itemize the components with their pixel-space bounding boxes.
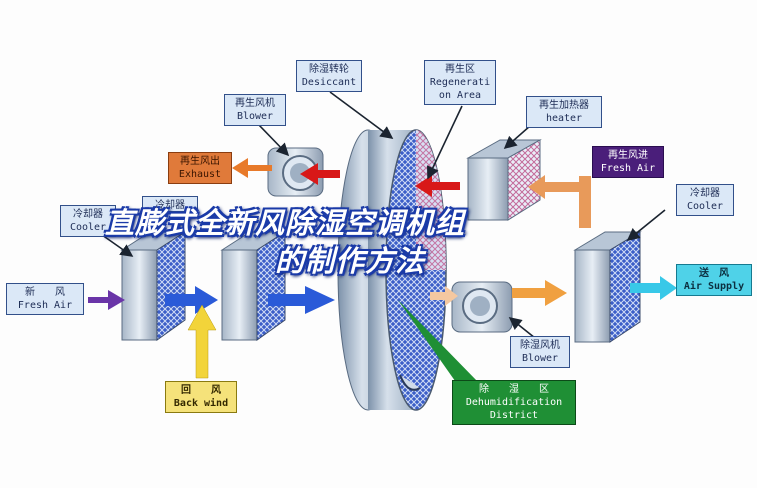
airflow-arrows [88,158,677,379]
label-cooler-right-en: Cooler [686,201,724,212]
label-cooler-left-en: Cooler [69,222,107,233]
overlay-title-line1: 直膨式全新风除湿空调机组 [105,206,466,240]
label-cooler-left-zh: 冷却器 [73,209,103,220]
label-dehum-district-en1: Dehumidification [465,397,563,408]
label-regen-area-en1: Regenerati [429,77,491,88]
label-dehumidification-district: 除 湿 区 Dehumidification District [452,380,576,425]
label-regeneration-area: 再生区 Regenerati on Area [424,60,496,105]
label-regen-area-en2: on Area [438,90,482,101]
label-air-supply-zh: 送 风 [699,268,729,279]
leader-lines [94,91,666,339]
label-dehum-district-zh: 除 湿 区 [479,384,549,395]
label-regeneration-blower: 再生风机 Blower [224,94,286,126]
label-desiccant-zh: 除湿转轮 [309,64,349,75]
label-dehum-district-en2: District [489,410,539,421]
desiccant-wheel [337,129,447,411]
label-regen-heater-en: heater [545,113,583,124]
label-fresh-air-en: Fresh Air [17,300,73,311]
dehumidification-blower-graphic [451,281,513,333]
label-exhaust-zh: 再生风出 [180,156,220,167]
label-desiccant-en: Desiccant [301,77,357,88]
label-back-wind-zh: 回 风 [181,385,221,396]
label-regen-heater-zh: 再生加热器 [539,100,589,111]
label-dehum-blower-zh: 除湿风机 [520,340,560,351]
label-regen-area-zh: 再生区 [445,64,475,75]
cooler-coil-right [573,231,642,343]
label-cooler-right-zh: 冷却器 [690,188,720,199]
label-cooler-middle: 冷却器 [142,196,198,212]
label-exhaust: 再生风出 Exhaust [168,152,232,184]
label-exhaust-en: Exhaust [178,169,222,180]
label-cooler-middle-zh: 冷却器 [155,200,185,211]
overlay-title-line2: 的制作方法 [275,244,426,278]
label-cooler-right: 冷却器 Cooler [676,184,734,216]
label-cooler-left: 冷却器 Cooler [60,205,116,237]
label-regeneration-heater: 再生加热器 heater [526,96,602,128]
label-back-wind: 回 风 Back wind [165,381,237,413]
label-fresh-air-in-en: Fresh Air [600,163,656,174]
label-regeneration-fresh-air: 再生风进 Fresh Air [592,146,664,178]
label-fresh-air: 新 风 Fresh Air [6,283,84,315]
label-air-supply: 送 风 Air Supply [676,264,752,296]
label-back-wind-en: Back wind [173,398,229,409]
label-regen-blower-zh: 再生风机 [235,98,275,109]
cooler-coil-left [120,231,187,341]
dehumidification-pointer [398,300,478,388]
label-fresh-air-zh: 新 风 [25,287,65,298]
cooler-coil-middle [220,231,287,341]
label-regen-blower-en: Blower [236,111,274,122]
label-fresh-air-in-zh: 再生风进 [608,150,648,161]
overlay-title: 直膨式全新风除湿空调机组 的制作方法 [105,204,665,280]
label-air-supply-en: Air Supply [683,281,745,292]
label-desiccant: 除湿转轮 Desiccant [296,60,362,92]
label-dehumidification-blower: 除湿风机 Blower [510,336,570,368]
label-dehum-blower-en: Blower [521,353,559,364]
